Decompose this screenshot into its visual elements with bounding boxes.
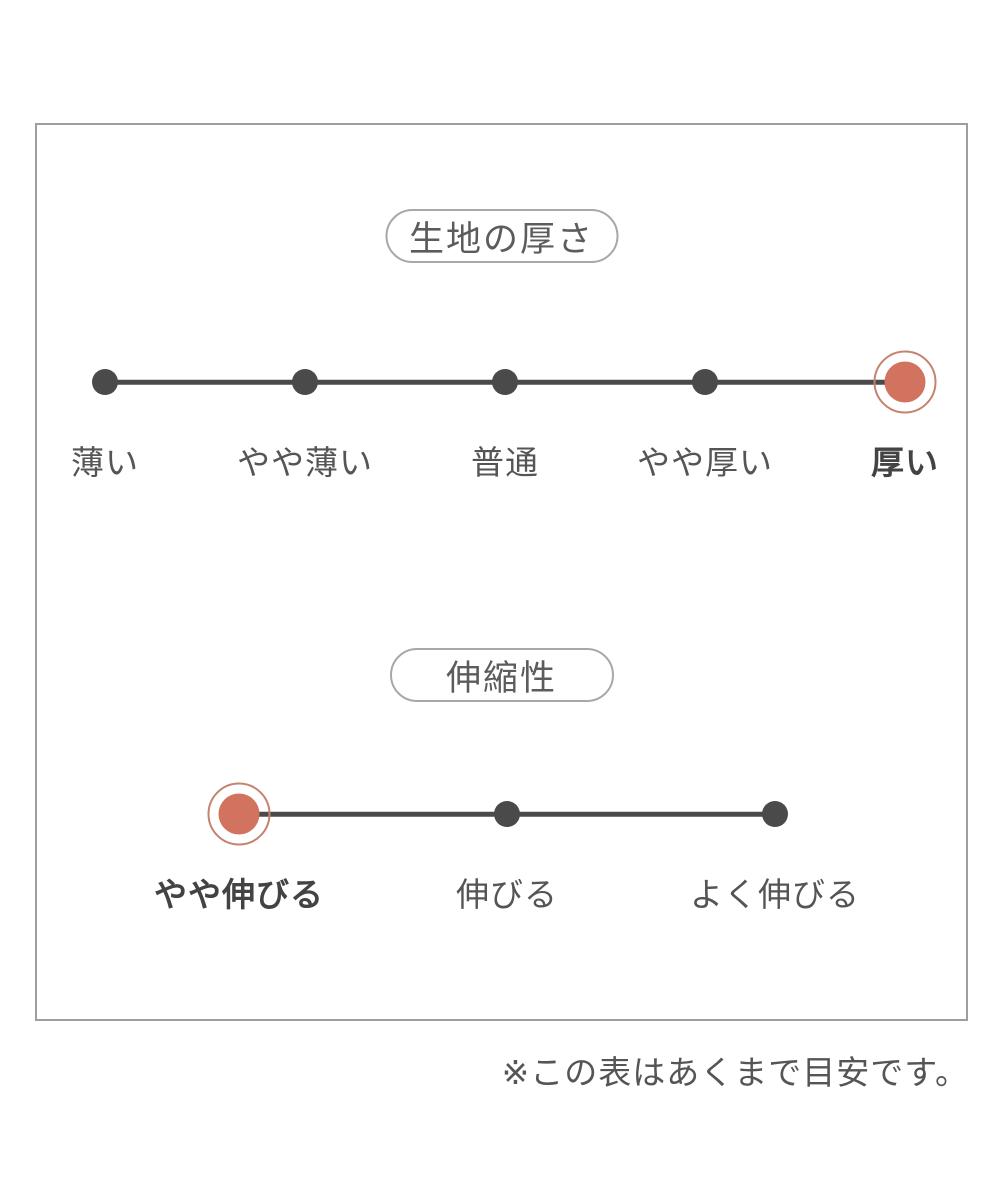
- scale-dot-selected: [218, 793, 260, 835]
- stretch-title: 伸縮性: [389, 648, 614, 702]
- scale-label: 厚い: [871, 444, 939, 481]
- scale-dot: [92, 369, 118, 395]
- scale-dot-selected: [884, 361, 926, 403]
- scale-label: やや伸びる: [154, 876, 324, 913]
- scale-label: 伸びる: [456, 876, 558, 913]
- scale-label: 薄い: [71, 444, 139, 481]
- scale-label: よく伸びる: [690, 876, 860, 913]
- scale-label: やや薄い: [237, 444, 373, 481]
- thickness-title: 生地の厚さ: [384, 209, 619, 263]
- scale-dot: [762, 801, 788, 827]
- scale-label: やや厚い: [637, 444, 773, 481]
- selected-ring: [207, 782, 271, 846]
- scale-dot: [494, 801, 520, 827]
- disclaimer-note: ※この表はあくまで目安です。: [501, 1054, 969, 1091]
- fabric-guide-panel: 生地の厚さ 薄い やや薄い 普通 やや厚い 厚い 伸縮性 やや伸びる 伸びる よく伸びる: [35, 123, 968, 1021]
- scale-dot: [692, 369, 718, 395]
- scale-dot: [292, 369, 318, 395]
- selected-ring: [873, 350, 937, 414]
- scale-label: 普通: [471, 444, 539, 481]
- scale-dot: [492, 369, 518, 395]
